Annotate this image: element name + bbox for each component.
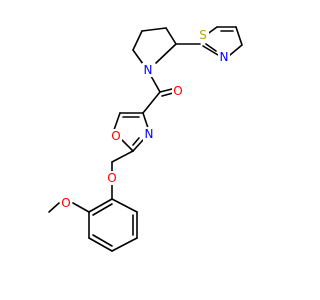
bond-methoxy-o-ch3 bbox=[48, 202, 60, 213]
bond-benzene-c4-c5-inner bbox=[92, 234, 113, 247]
bond-thiazole-n-c2-inner bbox=[205, 43, 217, 52]
bond-oxazole-c5-o bbox=[113, 112, 121, 131]
atom-oxazole-o-label: O bbox=[111, 129, 120, 143]
atom-pyrrolidine-n-label: N bbox=[144, 63, 153, 77]
bond-benzene-c3-c4 bbox=[111, 237, 138, 252]
atom-methoxy-o: O bbox=[60, 196, 72, 210]
bond-oxazole-c2-n-inner bbox=[132, 137, 140, 146]
bond-oxazole-c2-n bbox=[132, 139, 144, 152]
atom-ether-o-label: O bbox=[107, 171, 116, 185]
bond-pyrrolidine-c4-c5 bbox=[132, 30, 143, 51]
bond-benzene-c6-c1-inner bbox=[92, 203, 113, 216]
bond-thiazole-n-c2 bbox=[202, 45, 219, 56]
bond-carbonyl-c-oxazole-c4 bbox=[142, 91, 161, 114]
atom-oxazole-n-label: N bbox=[145, 127, 154, 141]
bond-pyrrolidine-c3-c4 bbox=[141, 27, 167, 32]
bond-n-carbonyl-c bbox=[150, 75, 161, 93]
atom-thiazole-n: N bbox=[218, 50, 230, 64]
atom-thiazole-s-label: S bbox=[199, 28, 207, 42]
bond-carbonyl-double-2 bbox=[161, 92, 174, 97]
bond-thiazole-c3-n bbox=[229, 44, 243, 56]
bond-benzene-methoxy-o bbox=[72, 202, 90, 213]
atom-ether-o: O bbox=[106, 171, 118, 185]
bond-pyrrolidine-c5-n bbox=[132, 49, 144, 65]
molecule-structure-diagram: S N N O N O O O bbox=[48, 26, 243, 252]
bond-benzene-c1-c2 bbox=[111, 198, 138, 213]
atom-pyrrolidine-n: N bbox=[142, 63, 154, 77]
bond-carbonyl-double-1 bbox=[159, 88, 173, 93]
bond-thiazole-c4-c3 bbox=[235, 26, 243, 46]
atom-oxazole-n: N bbox=[143, 127, 155, 141]
bond-layer bbox=[48, 26, 243, 252]
bond-benzene-c6-c1 bbox=[88, 198, 113, 213]
bond-oxazole-o-c2 bbox=[121, 139, 134, 152]
bond-pyrrolidine-c2-c3 bbox=[165, 27, 177, 45]
bond-oxazole-ch2 bbox=[111, 150, 134, 163]
bond-oxazole-n-c4 bbox=[142, 112, 149, 129]
atom-oxazole-o: O bbox=[110, 129, 122, 143]
atom-carbonyl-o-label: O bbox=[173, 84, 182, 98]
atom-carbonyl-o: O bbox=[172, 84, 184, 98]
atom-thiazole-s: S bbox=[197, 28, 209, 42]
atom-methoxy-o-label: O bbox=[61, 196, 70, 210]
bond-pyrrolidine-n-c2 bbox=[155, 43, 177, 64]
atom-label-layer: S N N O N O O O bbox=[60, 28, 230, 210]
bond-benzene-c4-c5 bbox=[88, 237, 113, 252]
atom-thiazole-n-label: N bbox=[220, 50, 229, 64]
